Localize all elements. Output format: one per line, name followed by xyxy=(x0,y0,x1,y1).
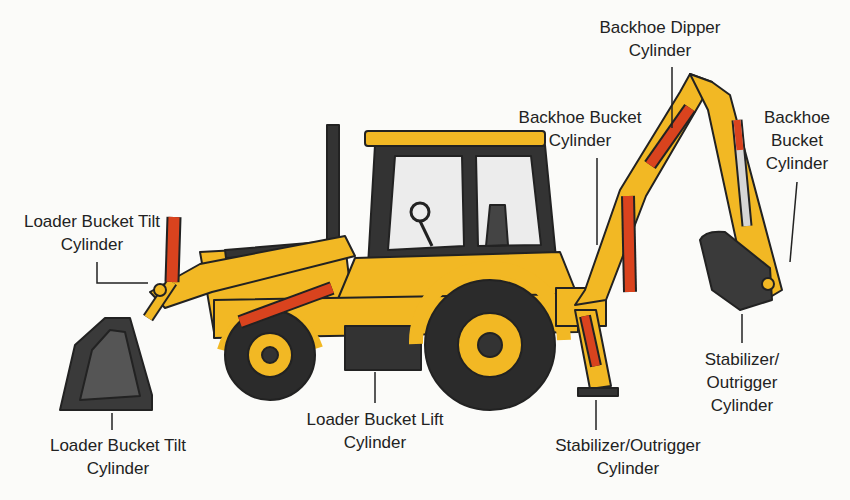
cab-window xyxy=(476,156,541,246)
tilt-link xyxy=(148,282,172,318)
tilt-cylinder-outline xyxy=(172,217,174,282)
front-hub xyxy=(248,333,292,377)
leader-lines xyxy=(97,67,797,430)
front-hub-center xyxy=(262,347,278,363)
pivot xyxy=(762,278,774,290)
part-label: Loader Bucket Tilt Cylinder xyxy=(38,434,198,480)
stabilizer-cylinder xyxy=(585,316,596,366)
boom-cylinder xyxy=(628,196,630,292)
lift-cylinder-outline xyxy=(240,288,332,322)
loader-bucket xyxy=(60,318,152,410)
dipper-cylinder xyxy=(650,108,690,165)
seat xyxy=(486,205,508,246)
tilt-link-outline xyxy=(148,282,172,318)
backhoe-body xyxy=(60,74,782,410)
leader-line xyxy=(741,314,743,343)
cab-roof xyxy=(365,131,545,146)
front-tire xyxy=(225,310,315,400)
rear-hub xyxy=(458,313,522,377)
boom-cylinder-outline xyxy=(628,196,630,292)
lift-cylinder xyxy=(240,288,332,322)
part-label: Stabilizer/Outrigger Cylinder xyxy=(528,434,728,480)
part-label: Stabilizer/ Outrigger Cylinder xyxy=(692,348,792,417)
bucket-cylinder-rod xyxy=(737,120,747,226)
leader-line xyxy=(111,413,113,430)
leader-line xyxy=(374,372,376,403)
cab-frame xyxy=(368,145,556,266)
leader-line xyxy=(790,182,797,262)
part-label: Loader Bucket Lift Cylinder xyxy=(295,408,455,454)
bucket-cylinder-outline xyxy=(737,120,747,226)
exhaust-pipe xyxy=(327,125,339,240)
steering-column xyxy=(420,221,432,246)
part-label: Backhoe Dipper Cylinder xyxy=(580,16,740,62)
pivot xyxy=(154,284,166,296)
rear-hub-center xyxy=(478,333,502,357)
backhoe-bucket xyxy=(700,232,772,310)
part-label: Backhoe Bucket Cylinder xyxy=(752,106,842,175)
leader-line xyxy=(97,262,148,283)
leader-line xyxy=(595,400,597,430)
dipper-cylinder-outline xyxy=(650,108,690,165)
steering-wheel xyxy=(411,203,429,221)
stabilizer-cylinder-outline xyxy=(585,316,596,366)
part-label: Loader Bucket Tilt Cylinder xyxy=(12,210,172,256)
leader-line xyxy=(596,158,598,245)
cab-window xyxy=(388,156,464,250)
stabilizer-leg xyxy=(575,310,611,389)
stabilizer-pad xyxy=(578,388,618,396)
part-label: Backhoe Bucket Cylinder xyxy=(505,106,655,152)
rear-tire xyxy=(425,280,555,410)
bucket-cylinder xyxy=(737,120,740,150)
tilt-cylinder xyxy=(172,217,174,282)
loader-bucket-inner xyxy=(80,330,140,400)
leader-line xyxy=(671,67,673,128)
